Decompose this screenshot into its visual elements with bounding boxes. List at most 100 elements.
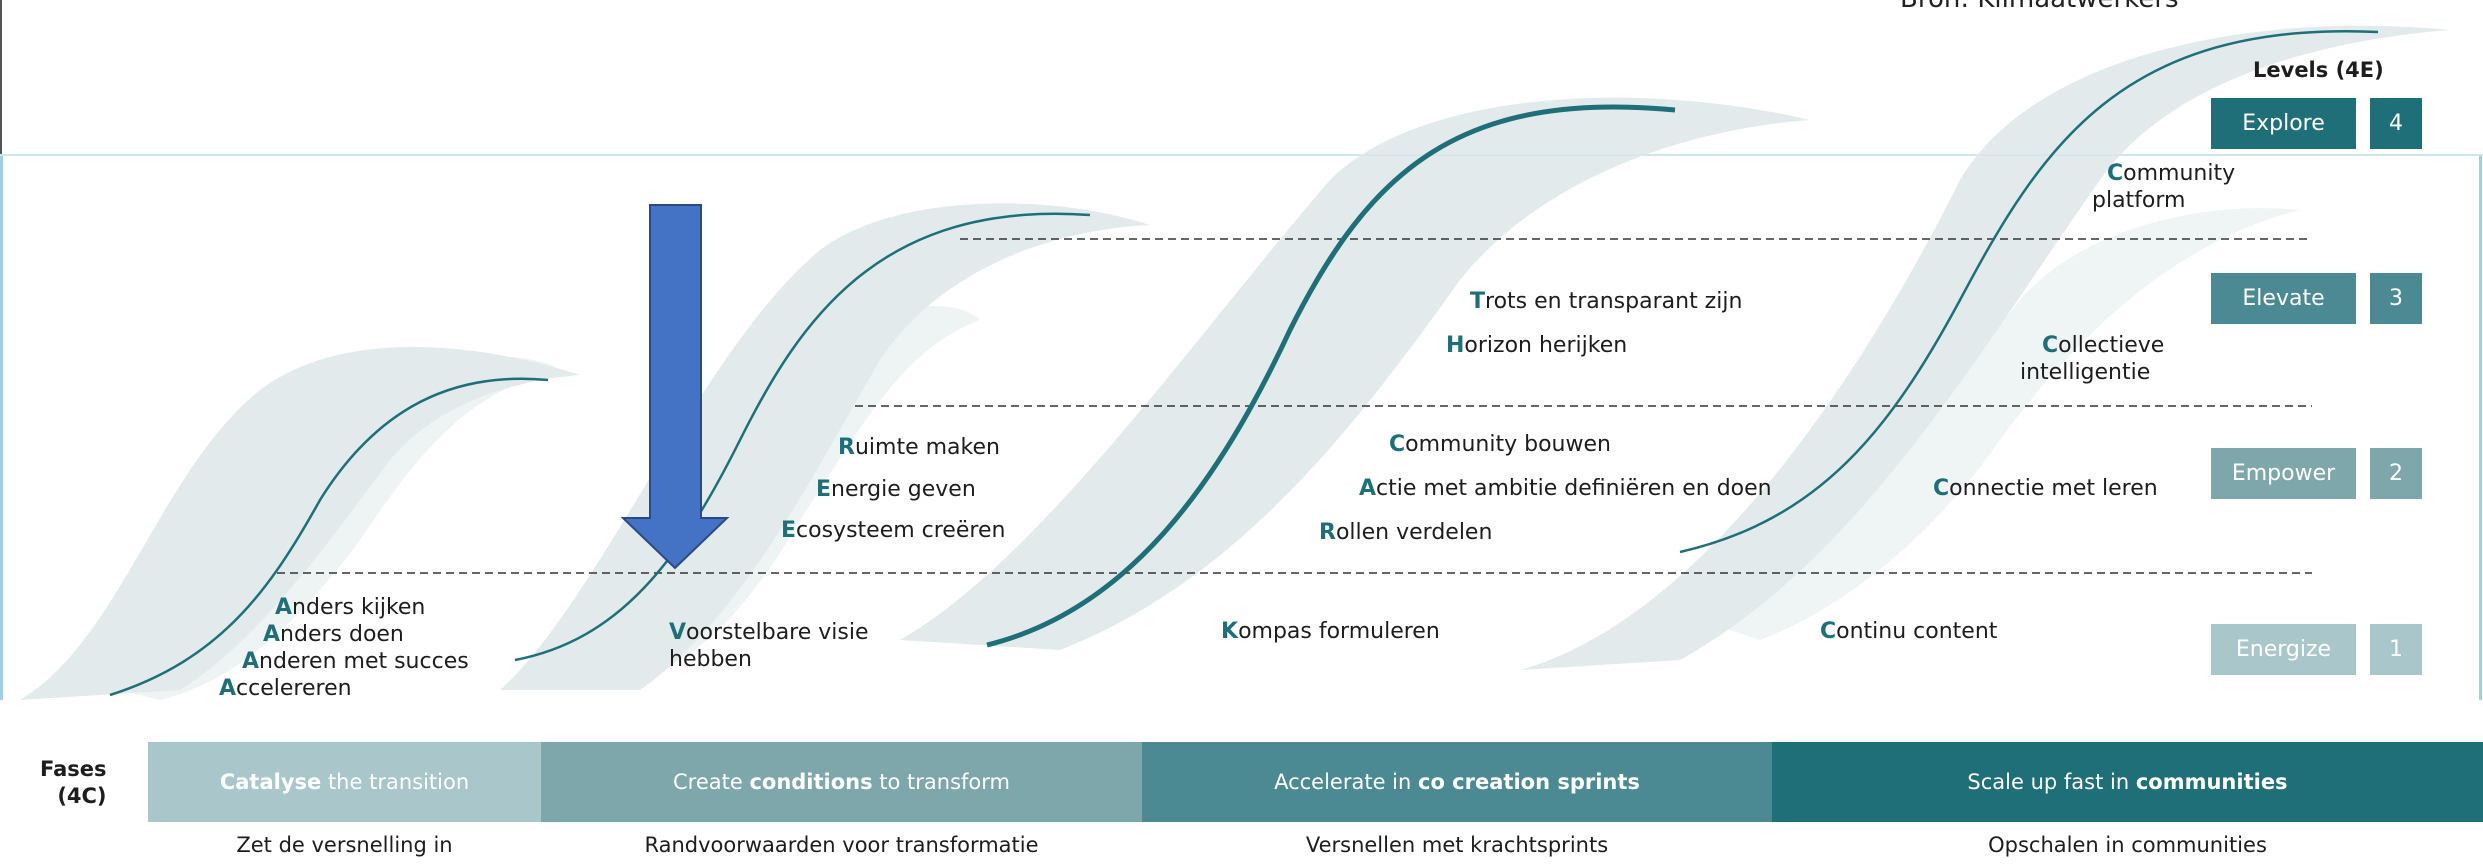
wave-2 (120, 356, 560, 700)
statement-text: oorstelbare visie (686, 620, 869, 645)
level-number: 4 (2389, 111, 2403, 136)
statement-text: ccelereren (236, 676, 352, 701)
curve-accelerate (986, 104, 1676, 648)
phase-bold: conditions (749, 770, 873, 794)
statement-initial: T (1470, 289, 1486, 314)
levels-title: Levels (4E) (2253, 58, 2384, 82)
phase-bold: Catalyse (219, 770, 322, 794)
statement-text: ommunity (2123, 161, 2236, 186)
statement-initial: E (816, 477, 832, 502)
statement-rollen-verdelen: Rollen verdelen (1319, 519, 1492, 546)
source-caption: Bron: Klimaatwerkers (1900, 0, 2179, 14)
curve-conditions (514, 212, 1091, 662)
statement-text: orizon herijken (1464, 333, 1628, 358)
statement-accelereren: Accelereren (219, 675, 352, 702)
phase-pre: Accelerate in (1274, 770, 1418, 794)
level-explore-box: Explore (2211, 98, 2356, 149)
statement-initial: A (219, 676, 237, 701)
level-1-number: 1 (2370, 624, 2422, 675)
statement-trots-transparant: Trots en transparant zijn (1470, 288, 1742, 315)
fases-label-line1: Fases (40, 757, 107, 781)
level-label: Energize (2235, 637, 2332, 662)
right-border (2479, 155, 2482, 700)
statement-text: nergie geven (831, 477, 976, 502)
statement-anders-doen: Anders doen (263, 621, 404, 648)
phase-subtitle-catalyse: Zet de versnelling in (236, 833, 453, 857)
statement-initial: A (263, 622, 281, 647)
statement-text-line2: intelligentie (2020, 360, 2151, 385)
level-number: 3 (2389, 286, 2403, 311)
statement-initial: A (242, 649, 260, 674)
curve-catalyse (109, 377, 549, 697)
phase-pre: Create (672, 770, 750, 794)
wave-4 (640, 306, 980, 670)
statement-text-line2: hebben (669, 647, 752, 672)
statement-text: rots en transparant zijn (1485, 289, 1743, 314)
level-number: 1 (2389, 637, 2403, 662)
statement-initial: E (781, 518, 797, 543)
level-label: Explore (2242, 111, 2325, 136)
level-label: Empower (2231, 461, 2336, 486)
level-label: Elevate (2242, 286, 2325, 311)
level-4-number: 4 (2370, 98, 2422, 149)
statement-text: ontinu content (1836, 619, 1998, 644)
statement-energie-geven: Energie geven (816, 476, 976, 503)
phase-conditions: Create conditions to transform (541, 742, 1142, 822)
statement-initial: K (1221, 619, 1239, 644)
phase-catalyse: Catalyse the transition (148, 742, 541, 822)
statement-text: ompas formuleren (1238, 619, 1440, 644)
statement-text: nderen met succes (259, 649, 469, 674)
level-number: 2 (2389, 461, 2403, 486)
blue-arrow (620, 204, 730, 570)
fases-label: Fases (4C) (40, 756, 107, 810)
growth-curves (109, 29, 2379, 697)
phase-scale-up: Scale up fast in communities (1772, 742, 2483, 822)
statement-text: ollectieve (2058, 333, 2165, 358)
statement-text: uimte maken (854, 435, 1000, 460)
statement-initial: C (2107, 161, 2124, 186)
wave-5 (900, 97, 1810, 650)
statement-text: cosysteem creëren (796, 518, 1006, 543)
statement-initial: A (275, 595, 293, 620)
level-empower-box: Empower (2211, 448, 2356, 499)
phase-bold: communities (2135, 770, 2288, 794)
wave-6 (1000, 256, 1480, 630)
statement-kompas-formuleren: Kompas formuleren (1221, 618, 1440, 645)
statement-text: nders kijken (292, 595, 426, 620)
left-border (0, 155, 3, 700)
top-border (0, 154, 2483, 156)
statement-initial: V (669, 620, 687, 645)
statement-text: ctie met ambitie definiëren en doen (1376, 476, 1772, 501)
statement-initial: R (838, 435, 855, 460)
statement-text: ollen verdelen (1335, 520, 1493, 545)
fases-label-line2: (4C) (57, 784, 107, 808)
statement-initial: R (1319, 520, 1336, 545)
phase-subtitle-accelerate: Versnellen met krachtsprints (1305, 833, 1609, 857)
statement-text-line2: platform (2092, 188, 2186, 213)
level-energize-box: Energize (2211, 624, 2356, 675)
statement-initial: C (1933, 476, 1950, 501)
statement-text: ommunity bouwen (1405, 432, 1611, 457)
level-2-number: 2 (2370, 448, 2422, 499)
statement-anders-kijken: Anders kijken (275, 594, 425, 621)
phase-post: to transform (872, 770, 1010, 794)
statement-text: nders doen (280, 622, 404, 647)
phase-bold: co creation sprints (1418, 770, 1640, 794)
wave-8 (1700, 208, 2300, 640)
statement-connectie-met-leren: Connectie met leren (1933, 475, 2158, 502)
statement-initial: C (1389, 432, 1406, 457)
statement-initial: H (1446, 333, 1465, 358)
level-lines (277, 238, 2312, 574)
left-border-top (0, 0, 2, 155)
statement-initial: C (1820, 619, 1837, 644)
phase-accelerate: Accelerate in co creation sprints (1142, 742, 1772, 822)
wave-7 (1520, 25, 2450, 670)
phase-subtitle-scale-up: Opschalen in communities (1988, 833, 2267, 857)
statement-horizon-herijken: Horizon herijken (1446, 332, 1627, 359)
statement-actie-met-ambitie: Actie met ambitie definiëren en doen (1359, 475, 1772, 502)
